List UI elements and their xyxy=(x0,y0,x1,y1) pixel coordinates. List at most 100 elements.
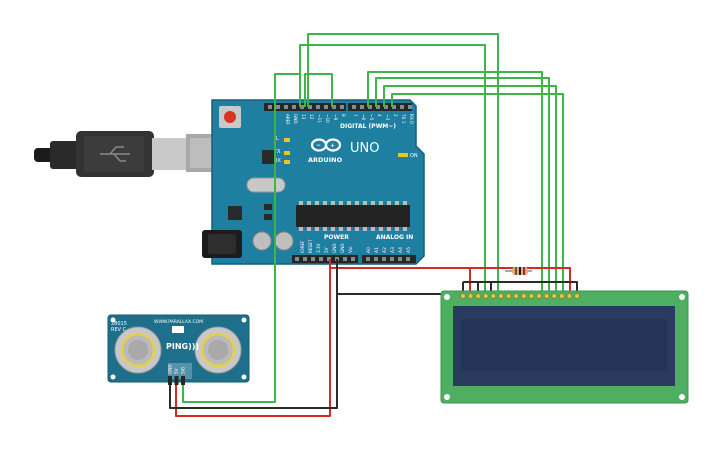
analog-pin-label: A1 xyxy=(374,247,380,253)
wire-red xyxy=(175,259,331,417)
lcd-pin[interactable] xyxy=(551,293,557,299)
chip-leg xyxy=(331,227,335,231)
lcd-pin[interactable] xyxy=(543,293,550,299)
header-pin[interactable] xyxy=(374,257,378,261)
header-pin[interactable] xyxy=(324,105,328,109)
header-pin[interactable] xyxy=(311,257,315,261)
chip-leg xyxy=(299,227,303,231)
chip-leg xyxy=(355,227,359,231)
digital-pin-label: 4 xyxy=(377,114,382,117)
header-pin[interactable] xyxy=(351,257,355,261)
header-pin[interactable] xyxy=(319,257,323,261)
header-pin[interactable] xyxy=(295,257,299,261)
chip-leg xyxy=(371,201,375,205)
wire-green xyxy=(304,73,333,107)
lcd-pin[interactable] xyxy=(513,293,519,299)
lcd-pin[interactable] xyxy=(528,293,535,299)
digital-pin-label: 7 xyxy=(353,114,358,117)
chip-leg xyxy=(403,201,407,205)
header-pin[interactable] xyxy=(384,105,388,109)
lcd-pin[interactable] xyxy=(520,293,527,299)
tx-label: TX xyxy=(273,149,281,155)
sensor-pin[interactable] xyxy=(174,376,179,385)
analog-pin-label: A3 xyxy=(390,247,396,253)
power-pin-label: GND xyxy=(340,243,345,253)
header-pin[interactable] xyxy=(406,257,410,261)
header-pin[interactable] xyxy=(332,105,336,109)
lcd-pin[interactable] xyxy=(536,293,542,299)
lcd-pin[interactable] xyxy=(574,293,580,299)
header-pin[interactable] xyxy=(316,105,320,109)
digital-label: DIGITAL (PWM~) xyxy=(340,123,396,130)
header-pin[interactable] xyxy=(284,105,288,109)
header-pin[interactable] xyxy=(398,257,402,261)
header-pin[interactable] xyxy=(360,105,364,109)
lcd-pin[interactable] xyxy=(475,293,482,299)
header-pin[interactable] xyxy=(303,257,307,261)
lcd-pin[interactable] xyxy=(460,293,466,299)
wire-green xyxy=(182,107,276,403)
header-pin[interactable] xyxy=(340,105,344,109)
digital-pin-label: ~9 xyxy=(333,114,338,121)
power-pin-label: Vin xyxy=(348,246,353,253)
header-pin[interactable] xyxy=(268,105,272,109)
analog-pin-label: A5 xyxy=(406,247,412,253)
chip-leg xyxy=(299,201,303,205)
power-pin-label: GND xyxy=(332,243,337,253)
lcd-pin[interactable] xyxy=(566,293,573,299)
header-pin[interactable] xyxy=(352,105,356,109)
chip-leg xyxy=(403,227,407,231)
analog-pin-label: A4 xyxy=(398,247,404,253)
chip-leg xyxy=(363,227,367,231)
power-pin-label: RESET xyxy=(308,239,313,253)
header-pin[interactable] xyxy=(390,257,394,261)
lcd-pin[interactable] xyxy=(490,293,497,299)
header-pin[interactable] xyxy=(292,105,296,109)
chip-leg xyxy=(395,201,399,205)
analog-pin-label: A2 xyxy=(382,247,388,253)
header-pin[interactable] xyxy=(300,105,304,109)
digital-pin-label: ~10 xyxy=(325,114,330,123)
sensor-model: 28015 xyxy=(111,321,127,327)
header-pin[interactable] xyxy=(400,105,404,109)
header-pin[interactable] xyxy=(392,105,396,109)
header-pin[interactable] xyxy=(308,105,312,109)
chip-leg xyxy=(363,201,367,205)
power-pin-label: 5V xyxy=(324,247,329,253)
header-pin[interactable] xyxy=(368,105,372,109)
wire-red xyxy=(470,267,571,296)
power-header xyxy=(292,255,416,263)
digital-pin-label: 13 xyxy=(301,114,306,120)
wire-green xyxy=(383,85,557,296)
led-tx xyxy=(284,151,290,155)
chip-leg xyxy=(347,201,351,205)
header-pin[interactable] xyxy=(408,105,412,109)
sensor-pin[interactable] xyxy=(168,376,172,385)
chip-leg xyxy=(331,201,335,205)
digital-pin-label: ~3 xyxy=(385,114,390,121)
lcd-pin[interactable] xyxy=(505,293,512,299)
header-pin[interactable] xyxy=(276,105,280,109)
chip-leg xyxy=(323,201,327,205)
lcd-pin[interactable] xyxy=(498,293,504,299)
sensor-pin[interactable] xyxy=(181,376,185,385)
lcd-pin[interactable] xyxy=(558,293,565,299)
crystal xyxy=(246,177,286,193)
chip-leg xyxy=(315,227,319,231)
mount-hole xyxy=(444,394,450,400)
capacitor xyxy=(274,231,294,251)
mount-hole xyxy=(679,294,685,300)
header-pin[interactable] xyxy=(382,257,386,261)
rx-label: RX xyxy=(274,158,281,164)
digital-pin-label: RX 0 xyxy=(409,114,414,124)
chip-leg xyxy=(387,201,391,205)
lcd-pin[interactable] xyxy=(482,293,489,299)
header-pin[interactable] xyxy=(376,105,380,109)
chip-leg xyxy=(371,227,375,231)
wire-green xyxy=(299,44,486,296)
wire-green xyxy=(375,77,550,296)
header-pin[interactable] xyxy=(343,257,347,261)
lcd-pin[interactable] xyxy=(467,293,474,299)
sensor-name: PING))) xyxy=(166,342,199,351)
header-pin[interactable] xyxy=(366,257,370,261)
